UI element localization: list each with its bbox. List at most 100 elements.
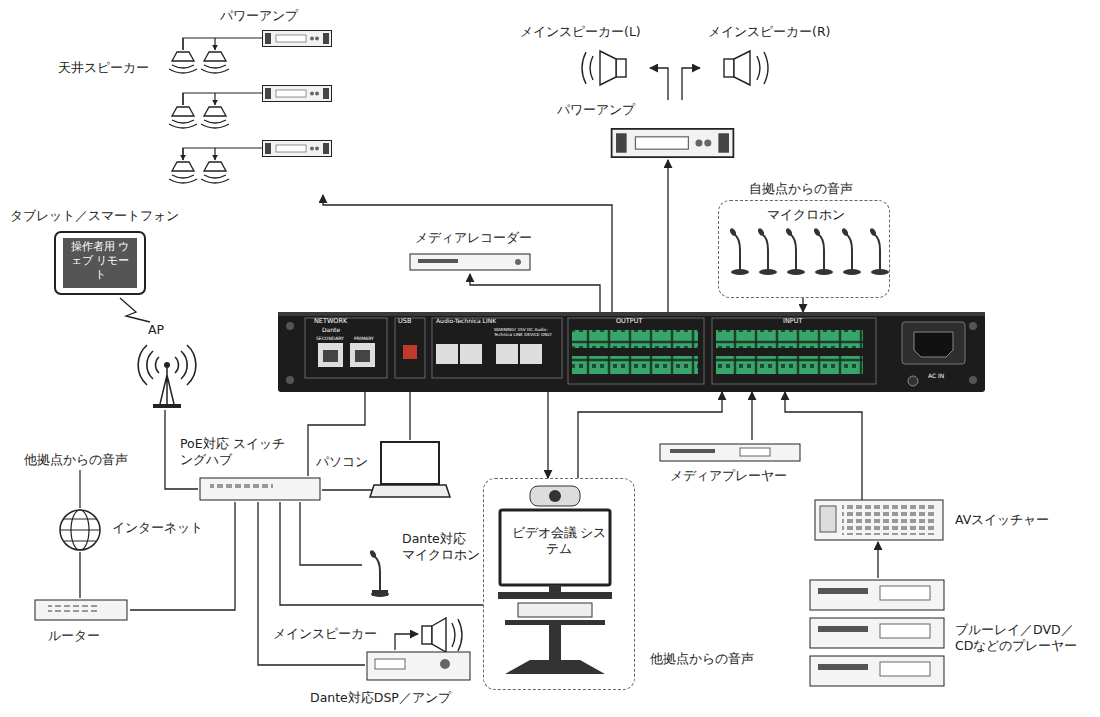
illustration-part — [498, 592, 612, 599]
illustration-part — [432, 318, 562, 378]
media-player: メディアプレーヤー — [655, 440, 805, 490]
panel-label: WARNING! 15V DC Audio-Technica LINK DEVI… — [494, 327, 558, 338]
router: ルーター — [32, 598, 130, 622]
illustration-part — [880, 624, 930, 638]
signal-line — [470, 274, 600, 312]
device-label: メディアレコーダー — [415, 230, 532, 246]
illustration-part — [263, 86, 332, 102]
illustration-part — [278, 312, 985, 316]
device-label: ブルーレイ／DVD／CDなどのプレーヤー — [955, 622, 1080, 653]
panel-label: USB — [398, 317, 411, 325]
illustration-part — [169, 52, 197, 73]
illustration-part — [810, 656, 944, 686]
device-label: パソコン — [316, 454, 368, 470]
illustration-part — [612, 129, 734, 157]
illustration-part — [418, 259, 458, 263]
illustration-part — [35, 600, 127, 620]
illustration-part — [549, 490, 561, 502]
illustration-part — [515, 259, 521, 265]
illustration-part — [55, 232, 145, 294]
illustration-part — [263, 31, 332, 47]
panel-label: NETWORK — [314, 317, 347, 325]
illustration-part — [568, 318, 704, 384]
illustration-part — [169, 107, 197, 128]
illustration-part — [153, 404, 181, 408]
device-label: メインスピーカー(R) — [708, 24, 830, 40]
illustration-part — [842, 505, 936, 535]
illustration-part — [841, 227, 861, 275]
microphone-group: 自拠点からの音声マイクロホン — [718, 200, 890, 298]
ceiling-amp-group — [169, 31, 332, 184]
illustration-part — [436, 344, 458, 364]
device-label: メディアプレーヤー — [670, 468, 787, 484]
illustration-part — [757, 227, 777, 275]
device-label: パワーアンプ — [220, 8, 298, 24]
illustration-part — [914, 332, 953, 357]
disc-players: ブルーレイ／DVD／CDなどのプレーヤー — [808, 578, 946, 690]
illustration-part — [740, 448, 770, 456]
signal-line — [280, 502, 483, 605]
device-label: AP — [148, 322, 164, 338]
signal-line — [751, 392, 752, 440]
illustration-part — [500, 510, 610, 585]
illustration-part — [372, 590, 388, 596]
illustration-part — [785, 227, 805, 275]
illustration-part — [670, 449, 715, 453]
main-speaker: メインスピーカー — [418, 616, 462, 652]
illustration-part — [183, 38, 262, 50]
device-label: 他拠点からの音声 — [24, 452, 128, 468]
device-label: ルーター — [48, 628, 100, 644]
access-point: AP — [138, 322, 198, 410]
illustration-part — [810, 618, 944, 648]
signal-line — [322, 489, 372, 490]
device-label: メインスピーカー(L) — [520, 24, 641, 40]
illustration-part — [734, 51, 750, 85]
panel-label: Audio-Technica LINK — [436, 317, 496, 325]
signal-line — [120, 298, 150, 322]
illustration-part — [183, 148, 262, 160]
illustration-part — [902, 322, 965, 364]
panel-label: INPUT — [783, 317, 802, 325]
illustration-part — [318, 343, 343, 367]
illustration-part — [422, 626, 432, 644]
illustration-part — [660, 444, 800, 461]
illustration-part — [549, 625, 561, 661]
illustration-part — [582, 52, 593, 84]
main-speaker: メインスピーカー(L) — [520, 24, 650, 86]
signal-line — [650, 68, 668, 100]
illustration-part — [369, 549, 389, 597]
illustration-part — [818, 588, 868, 594]
illustration-part — [305, 318, 387, 378]
signal-line — [547, 392, 548, 478]
illustration-part — [164, 362, 170, 368]
illustration-part — [452, 619, 462, 651]
illustration-part — [395, 318, 425, 378]
illustration-part — [813, 227, 833, 275]
panel-label: AC IN — [928, 372, 944, 380]
illustration-part — [716, 356, 863, 374]
illustration-part — [880, 586, 930, 600]
device-label: 他拠点からの音声 — [650, 651, 754, 667]
illustration-part — [60, 510, 100, 550]
illustration-part — [549, 585, 561, 592]
device-label: インターネット — [112, 520, 203, 536]
device-label: Dante対応DSP／アンプ — [310, 690, 451, 706]
illustration-part — [367, 652, 470, 680]
main-unit-rear-panel — [278, 312, 985, 392]
illustration-part — [810, 580, 944, 610]
illustration-part — [201, 52, 229, 73]
illustration-part — [496, 344, 518, 364]
tablet: タブレット／スマートフォン操作者用 ウェブ リモート — [10, 208, 195, 298]
panel-label: PRIMARY — [354, 336, 374, 342]
device-label: Dante対応 マイクロホン — [402, 531, 480, 562]
illustration-part — [820, 506, 836, 532]
illustration-part — [818, 664, 868, 670]
illustration-part — [969, 322, 977, 330]
illustration-part — [370, 485, 450, 497]
signal-line — [578, 392, 722, 478]
illustration-part — [818, 626, 868, 632]
illustration-part — [201, 162, 229, 183]
illustration-part — [323, 350, 338, 362]
illustration-part — [729, 227, 749, 275]
